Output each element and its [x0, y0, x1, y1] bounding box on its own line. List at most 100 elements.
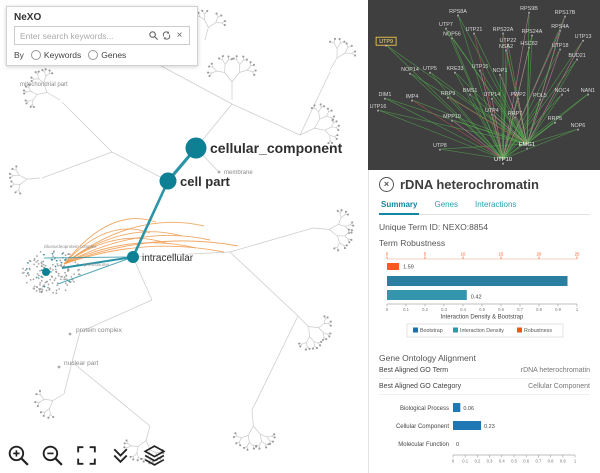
network-node-label[interactable]: HSC82	[520, 41, 537, 47]
layers-button[interactable]	[142, 443, 167, 468]
svg-text:1: 1	[576, 307, 579, 312]
network-node-label[interactable]: UTP21	[466, 27, 483, 33]
network-node-label[interactable]: UTP15	[472, 64, 489, 70]
svg-text:0.8: 0.8	[536, 307, 542, 312]
network-node-label[interactable]: UTP16	[370, 104, 387, 110]
tab-summary[interactable]: Summary	[379, 198, 420, 215]
network-node-label[interactable]: BUD21	[568, 53, 585, 59]
network-node-label[interactable]: UTP8	[433, 143, 447, 149]
svg-text:0.5: 0.5	[511, 459, 517, 464]
network-node-label[interactable]: BMS1	[463, 88, 478, 94]
network-node-label[interactable]: POL5	[533, 93, 547, 99]
network-node-label[interactable]: DIM1	[378, 92, 391, 98]
network-node-label[interactable]: MPP10	[443, 114, 461, 120]
network-node-label[interactable]: UTP7	[439, 22, 453, 28]
network-node-label[interactable]: KRE33	[446, 66, 463, 72]
search-icon[interactable]	[147, 29, 160, 42]
network-node-label[interactable]: NOC4	[554, 88, 569, 94]
svg-text:Interaction Density: Interaction Density	[460, 328, 504, 334]
network-node-label[interactable]: UTP22	[500, 38, 517, 44]
tree-term-label[interactable]: membrane	[224, 170, 253, 176]
svg-text:0.42: 0.42	[471, 295, 482, 301]
network-node-label[interactable]: NAN1	[581, 88, 595, 94]
network-node-label[interactable]: RRP5	[548, 116, 562, 122]
network-node-label[interactable]: NSA2	[499, 44, 513, 50]
close-icon[interactable]: ×	[379, 177, 394, 192]
network-node-label[interactable]: UTP13	[575, 34, 592, 40]
network-node-label[interactable]: UTP4	[485, 108, 499, 114]
svg-text:0.6: 0.6	[498, 307, 504, 312]
svg-text:0.5: 0.5	[479, 307, 485, 312]
search-mode-genes[interactable]: Genes	[88, 50, 126, 60]
tree-term-label[interactable]: ribonucleoprotein complex	[44, 244, 97, 249]
clear-search-icon[interactable]: ×	[173, 29, 186, 42]
search-mode-keywords[interactable]: Keywords	[30, 50, 81, 60]
tree-node-label[interactable]: cellular_component	[210, 140, 343, 156]
collapse-button[interactable]	[108, 443, 133, 468]
network-node-label[interactable]: UTP9	[379, 39, 393, 45]
network-node-label[interactable]: UTP14	[483, 92, 500, 98]
network-node-label[interactable]: RRP7	[508, 111, 522, 117]
tree-node[interactable]	[185, 137, 207, 159]
tree-node-label[interactable]: intracellular	[142, 253, 194, 264]
svg-text:5: 5	[424, 252, 427, 257]
network-node-label[interactable]: IMP4	[406, 94, 419, 100]
search-mode-row: By Keywords Genes	[14, 50, 190, 60]
zoom-out-button[interactable]	[40, 443, 65, 468]
network-node-label[interactable]: NOP1	[493, 68, 508, 74]
svg-text:Bootstrap: Bootstrap	[420, 328, 443, 334]
zoom-in-button[interactable]	[6, 443, 31, 468]
network-node-label[interactable]: RPS4A	[551, 24, 569, 30]
unique-term-id: Unique Term ID: NEXO:8854	[379, 222, 590, 232]
detail-tabs: Summary Genes Interactions	[379, 198, 590, 215]
svg-text:0.3: 0.3	[487, 459, 493, 464]
network-node-label[interactable]: RRP9	[441, 91, 455, 97]
genes-radio[interactable]	[88, 50, 99, 60]
svg-text:0.8: 0.8	[548, 459, 554, 464]
search-input[interactable]	[18, 29, 147, 42]
svg-text:0.1: 0.1	[462, 459, 468, 464]
network-node-label[interactable]: RPS9B	[520, 6, 538, 12]
go-category-row: Best Aligned GO Category Cellular Compon…	[379, 379, 590, 395]
network-node-label[interactable]: NOP6	[571, 123, 586, 129]
fit-view-button[interactable]	[74, 443, 99, 468]
svg-text:0.4: 0.4	[499, 459, 505, 464]
search-by-label: By	[14, 50, 24, 60]
network-node-label[interactable]: UTP18	[552, 43, 569, 49]
svg-text:0.7: 0.7	[517, 307, 523, 312]
network-node-label[interactable]: UTP10	[494, 157, 512, 163]
svg-text:0.4: 0.4	[460, 307, 466, 312]
network-node-label[interactable]: RPS17B	[555, 10, 576, 16]
network-node-label[interactable]: NOP14	[401, 67, 419, 73]
tree-node[interactable]	[127, 251, 139, 263]
keywords-radio[interactable]	[30, 50, 41, 60]
app-title: NeXO	[14, 12, 42, 23]
tree-node[interactable]	[159, 172, 177, 190]
tree-term-label[interactable]: protein complex	[76, 327, 123, 334]
go-term-value: rDNA heterochromatin	[520, 367, 590, 374]
svg-text:0.2: 0.2	[422, 307, 428, 312]
network-node-label[interactable]: RPS24A	[522, 29, 543, 35]
svg-text:20: 20	[537, 252, 542, 257]
svg-text:Interaction Density & Bootstra: Interaction Density & Bootstrap	[441, 315, 524, 321]
network-node-label[interactable]: RPS22A	[493, 27, 514, 33]
network-node-label[interactable]: EMG1	[519, 142, 535, 148]
network-node-label[interactable]: RPS8A	[449, 9, 467, 15]
network-node-label[interactable]: UTP5	[423, 66, 437, 72]
tab-interactions[interactable]: Interactions	[475, 200, 517, 209]
tree-term-label[interactable]: nuclear part	[64, 360, 99, 367]
tab-genes[interactable]: Genes	[434, 200, 459, 209]
term-detail-panel: × rDNA heterochromatin Summary Genes Int…	[368, 170, 600, 473]
reset-icon[interactable]	[160, 29, 173, 42]
unique-term-id-value: NEXO:8854	[442, 222, 489, 232]
tree-term-label[interactable]: mitochondrial part	[20, 82, 68, 88]
detail-header: × rDNA heterochromatin	[379, 177, 590, 192]
tree-node-label[interactable]: cell part	[180, 174, 231, 189]
network-node-label[interactable]: NOP56	[443, 32, 461, 38]
tree-term-label[interactable]: preribosome	[84, 262, 110, 267]
network-node-label[interactable]: PWP2	[510, 92, 525, 98]
